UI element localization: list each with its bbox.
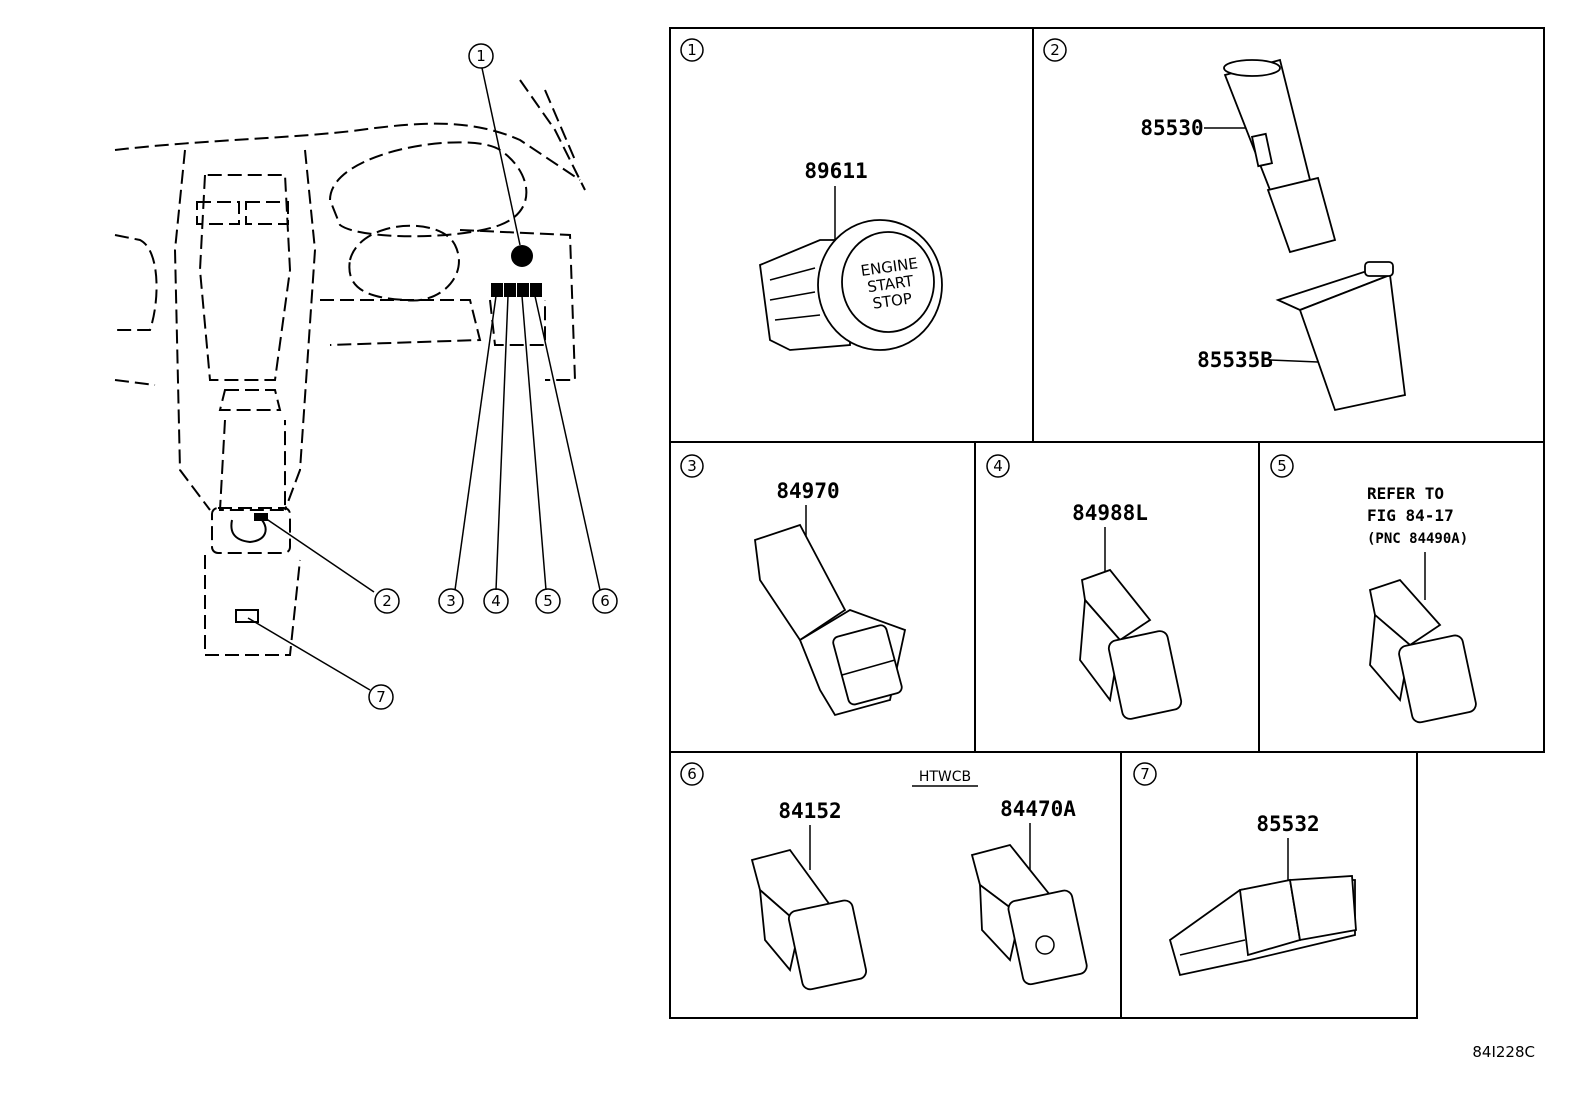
callout-1: 1 xyxy=(468,43,494,69)
callout-4: 4 xyxy=(483,588,509,614)
svg-text:5: 5 xyxy=(543,592,553,610)
svg-text:6: 6 xyxy=(600,592,610,610)
svg-text:4: 4 xyxy=(491,592,501,610)
svg-text:6: 6 xyxy=(687,765,697,783)
engine-start-switch-drawing: ENGINE START STOP xyxy=(759,219,943,351)
diagram-code: 84I228C xyxy=(1472,1043,1535,1061)
panel-3: 3 84970 xyxy=(680,454,907,717)
parts-grid xyxy=(669,27,1545,1019)
refer-line-3: (PNC 84490A) xyxy=(1367,531,1468,547)
switch-84988l-drawing xyxy=(1079,568,1183,720)
callout-3: 3 xyxy=(438,588,464,614)
svg-text:2: 2 xyxy=(382,592,392,610)
svg-text:3: 3 xyxy=(687,457,697,475)
switch-slot-5 xyxy=(517,283,529,297)
svg-text:2: 2 xyxy=(1050,41,1060,59)
dashboard-overview: 1 2 3 4 5 6 7 xyxy=(114,43,618,710)
variant-code: HTWCB xyxy=(919,769,971,785)
callout-5: 5 xyxy=(535,588,561,614)
switch-84470a-drawing xyxy=(970,843,1088,986)
panel-2: 2 85530 85535B xyxy=(1043,38,1406,412)
panel-6: 6 HTWCB 84152 84470A xyxy=(680,762,1088,991)
holder-85530-drawing xyxy=(1223,58,1337,254)
switch-slot-4 xyxy=(504,283,516,297)
svg-text:5: 5 xyxy=(1277,457,1287,475)
switch-85532-drawing xyxy=(1168,875,1357,977)
panel-5: 5 REFER TO FIG 84-17 (PNC 84490A) xyxy=(1270,454,1477,724)
part-85530-label: 85530 xyxy=(1140,116,1203,140)
svg-text:3: 3 xyxy=(446,592,456,610)
refer-line-2: FIG 84-17 xyxy=(1367,506,1454,525)
part-85532-label: 85532 xyxy=(1256,812,1319,836)
switch-slot-3 xyxy=(491,283,503,297)
svg-text:4: 4 xyxy=(993,457,1003,475)
part-84988l-label: 84988L xyxy=(1072,501,1148,525)
part-84470a-label: 84470A xyxy=(1000,797,1076,821)
switch-slot-6 xyxy=(530,283,542,297)
svg-text:7: 7 xyxy=(376,688,386,706)
panel-4: 4 84988L xyxy=(986,454,1183,720)
part-89611-label: 89611 xyxy=(804,159,867,183)
svg-text:STOP: STOP xyxy=(871,289,913,312)
svg-text:1: 1 xyxy=(476,47,486,65)
console-switch-mark xyxy=(254,513,268,521)
switch-84152-drawing xyxy=(750,848,868,991)
panel-7: 7 85532 xyxy=(1133,762,1357,977)
svg-text:1: 1 xyxy=(687,41,697,59)
switch-84970-drawing xyxy=(754,523,907,717)
holder-85535b-drawing xyxy=(1275,261,1406,412)
refer-line-1: REFER TO xyxy=(1367,484,1444,503)
callout-6: 6 xyxy=(592,588,618,614)
switch-84490a-drawing xyxy=(1368,578,1477,724)
part-84152-label: 84152 xyxy=(778,799,841,823)
engine-start-button-location xyxy=(511,245,533,267)
callout-7: 7 xyxy=(368,684,394,710)
panel-1: 1 89611 ENGINE START STOP xyxy=(680,38,943,351)
svg-text:7: 7 xyxy=(1140,765,1150,783)
callout-2: 2 xyxy=(374,588,400,614)
part-84970-label: 84970 xyxy=(776,479,839,503)
part-85535b-label: 85535B xyxy=(1197,348,1273,372)
